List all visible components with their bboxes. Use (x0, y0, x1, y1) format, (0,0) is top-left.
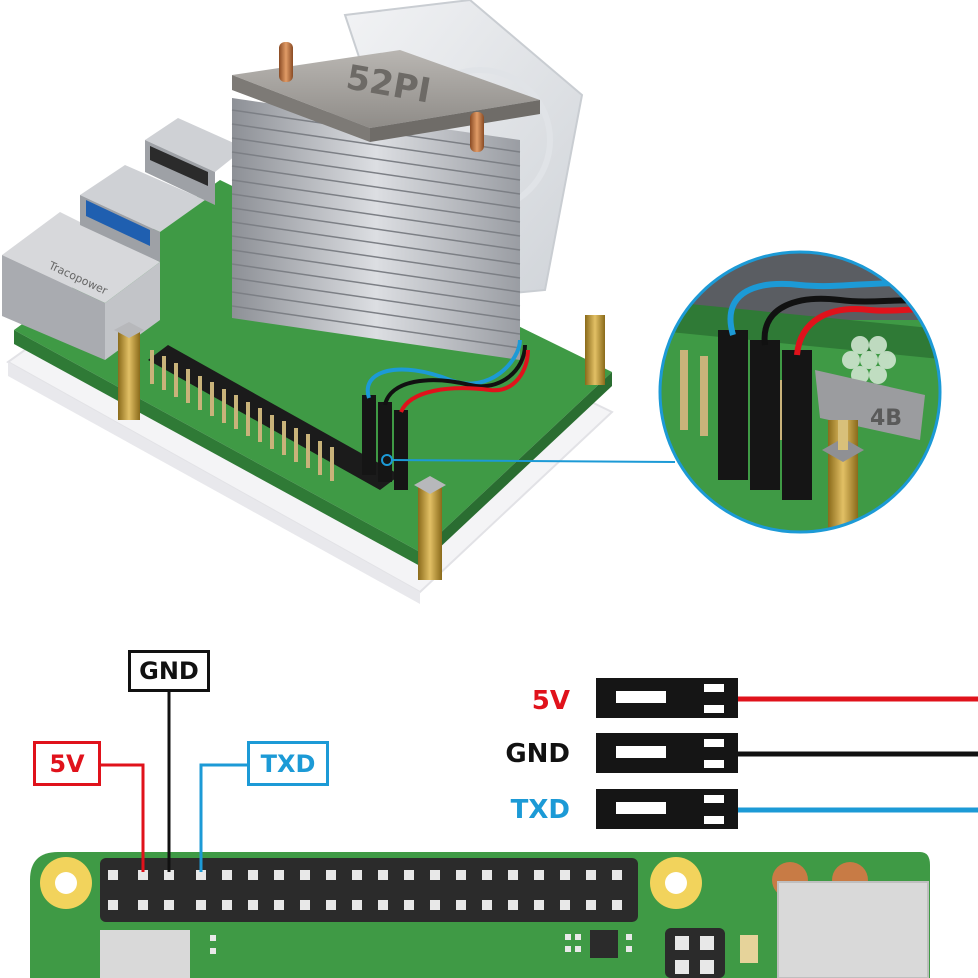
gpio-header (148, 339, 530, 490)
board-diagram (30, 852, 930, 978)
callout-lines (100, 692, 247, 872)
raspberry-pi-board (14, 180, 612, 566)
brass-standoffs (114, 315, 605, 580)
header-pins (108, 870, 622, 910)
legend-txd-label: TXD (510, 795, 570, 825)
gnd-callout-box: GND (128, 650, 210, 692)
zoom-magnifier: 4B (658, 250, 942, 534)
cable-connectors (596, 678, 978, 829)
legend-gnd-label: GND (505, 739, 570, 769)
usb-ports (80, 118, 245, 262)
txd-callout-box: TXD (247, 741, 329, 786)
zoom-callout-line (391, 459, 676, 463)
board-model-label: 4B (870, 406, 902, 431)
tower-cooler: 52PI (231, 42, 540, 360)
5v-callout-box: 5V (33, 741, 101, 786)
legend-5v-label: 5V (531, 686, 570, 716)
